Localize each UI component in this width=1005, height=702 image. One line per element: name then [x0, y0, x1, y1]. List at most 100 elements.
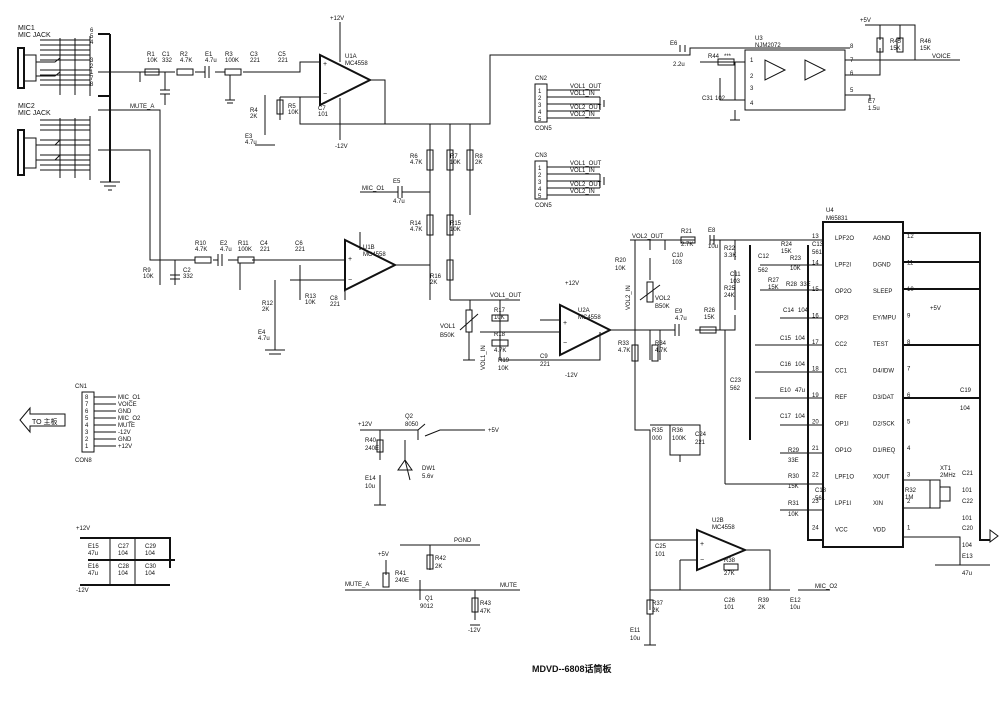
svg-text:CON5: CON5 [535, 203, 552, 209]
u4-pin-name: OP1I [835, 422, 849, 428]
svg-text:R2: R2 [180, 52, 188, 58]
svg-text:R29: R29 [788, 448, 800, 454]
svg-text:E16: E16 [88, 564, 99, 570]
svg-text:-12V: -12V [335, 144, 348, 150]
svg-text:-12V: -12V [565, 373, 578, 379]
svg-text:104: 104 [960, 406, 971, 412]
svg-text:E13: E13 [962, 554, 973, 560]
svg-text:10K: 10K [498, 366, 509, 372]
cn1-pin-signal: VOICE [118, 402, 137, 408]
u4-pin-name: VDD [873, 528, 886, 534]
cn1-pin-number: 5 [85, 416, 89, 422]
svg-text:+12V: +12V [330, 16, 344, 22]
svg-text:MUTE_A: MUTE_A [345, 582, 369, 588]
svg-text:R46: R46 [920, 39, 932, 45]
svg-text:103: 103 [730, 279, 741, 285]
svg-text:102: 102 [715, 96, 726, 102]
svg-text:221: 221 [540, 362, 551, 368]
svg-text:7: 7 [90, 76, 94, 82]
svg-text:R38: R38 [724, 558, 736, 564]
svg-text:+12V: +12V [76, 526, 90, 532]
svg-text:−: − [348, 277, 352, 284]
u4-pin-number: 4 [907, 446, 911, 452]
svg-text:2K: 2K [262, 307, 269, 313]
svg-text:R8: R8 [475, 154, 483, 160]
svg-text:5: 5 [538, 194, 542, 200]
svg-text:240E: 240E [365, 446, 379, 452]
svg-text:104: 104 [145, 571, 156, 577]
svg-text:4.7K: 4.7K [180, 58, 192, 64]
svg-text:CN1: CN1 [75, 384, 88, 390]
svg-text:+: + [563, 320, 567, 327]
svg-text:104: 104 [795, 336, 806, 342]
u4-pin-number: 9 [907, 314, 911, 320]
svg-text:10K: 10K [788, 512, 799, 518]
u1b-opamp: +− U1B MC4558 [344, 232, 398, 292]
svg-text:15K: 15K [920, 46, 931, 52]
svg-text:5: 5 [850, 88, 854, 94]
cn1-pin-signal: +12V [118, 444, 132, 450]
u4-pin-name: LPF2O [835, 236, 854, 242]
svg-text:MUTE: MUTE [500, 583, 517, 589]
u4-pin-number: 14 [812, 261, 819, 267]
svg-text:47u: 47u [88, 571, 98, 577]
u4-pin-name: LPF2I [835, 263, 851, 269]
svg-text:M65831: M65831 [826, 216, 848, 222]
svg-text:R39: R39 [758, 598, 770, 604]
u4-pin-name: D1/REQ [873, 448, 896, 454]
svg-text:E2: E2 [220, 241, 228, 247]
svg-text:3.3K: 3.3K [724, 253, 736, 259]
svg-text:104: 104 [145, 551, 156, 557]
svg-text:MC4558: MC4558 [363, 252, 386, 258]
svg-text:VOL2_IN: VOL2_IN [570, 189, 595, 195]
svg-text:1: 1 [538, 89, 542, 95]
u4-pin-name: CC1 [835, 369, 848, 375]
svg-text:332: 332 [162, 58, 173, 64]
svg-text:VOICE: VOICE [932, 54, 951, 60]
svg-text:2K: 2K [430, 280, 437, 286]
u4-pin-name: D4/IDW [873, 369, 894, 375]
svg-text:XT1: XT1 [940, 466, 952, 472]
svg-text:VOL1: VOL1 [440, 324, 456, 330]
svg-text:2.2u: 2.2u [673, 62, 685, 68]
svg-text:R22: R22 [724, 246, 736, 252]
svg-text:4.7u: 4.7u [258, 336, 270, 342]
svg-text:C20: C20 [962, 526, 974, 532]
u4-pin-number: 19 [812, 393, 819, 399]
u4-pin-name: D2/SCK [873, 422, 895, 428]
svg-text:U1A: U1A [345, 54, 357, 60]
svg-text:R1: R1 [147, 52, 155, 58]
u1a-opamp: +− U1A MC4558 +12V -12V [319, 16, 373, 150]
svg-text:C29: C29 [145, 544, 157, 550]
u4-pin-number: 8 [907, 340, 911, 346]
svg-text:10K: 10K [147, 58, 158, 64]
svg-text:+: + [700, 541, 704, 548]
cn1-pin-number: 6 [85, 409, 89, 415]
svg-text:4.7K: 4.7K [410, 160, 422, 166]
svg-text:2: 2 [90, 64, 94, 70]
u4-pin-number: 2 [907, 499, 911, 505]
svg-text:R31: R31 [788, 501, 800, 507]
svg-text:4.7K: 4.7K [494, 348, 506, 354]
svg-text:CON8: CON8 [75, 458, 92, 464]
svg-text:15K: 15K [788, 484, 799, 490]
u4-pin-number: 18 [812, 367, 819, 373]
u4-pin-name: EY/MPU [873, 316, 896, 322]
svg-text:E10: E10 [780, 388, 791, 394]
svg-text:R7: R7 [450, 154, 458, 160]
u4-pin-number: 21 [812, 446, 819, 452]
svg-text:47K: 47K [480, 609, 491, 615]
svg-text:E14: E14 [365, 476, 376, 482]
svg-text:C15: C15 [780, 336, 792, 342]
svg-text:47u: 47u [962, 571, 972, 577]
svg-text:8050: 8050 [405, 422, 419, 428]
svg-text:MC4558: MC4558 [578, 315, 601, 321]
svg-text:C8: C8 [330, 296, 338, 302]
svg-text:100K: 100K [672, 436, 686, 442]
svg-text:4.7u: 4.7u [220, 247, 232, 253]
svg-text:104: 104 [962, 543, 973, 549]
schematic-title: MDVD--6808话筒板 [532, 663, 613, 674]
cn1-pin-number: 3 [85, 430, 89, 436]
svg-text:C31: C31 [702, 96, 714, 102]
